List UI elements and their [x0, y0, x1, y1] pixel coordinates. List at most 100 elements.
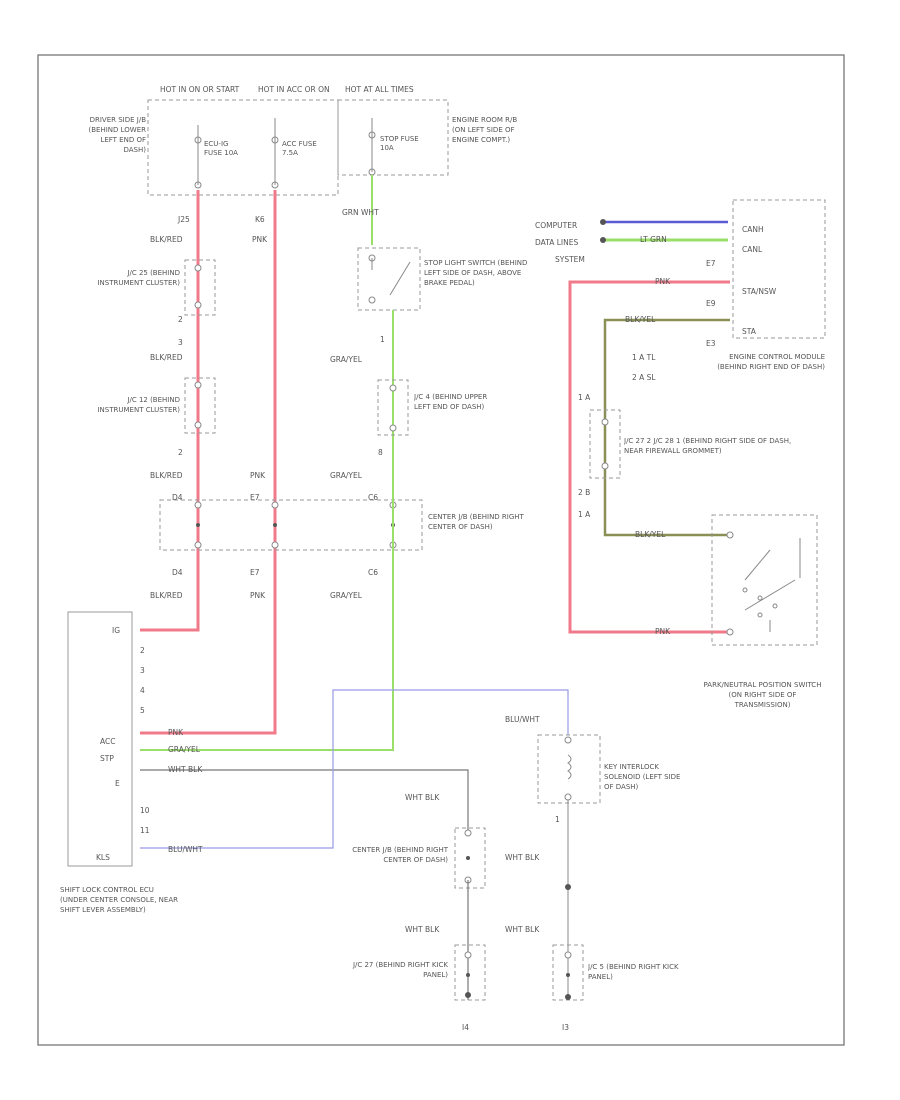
- ecm-note-1: 1 A TL: [632, 353, 656, 362]
- pin-e9-ecm: E9: [706, 299, 716, 308]
- key-interlock-box: [537, 734, 601, 804]
- wire-label-gra-yel-2: GRA/YEL: [330, 471, 363, 480]
- engine-room-rb-box: [337, 99, 449, 176]
- pin-e7b: E7: [250, 568, 260, 577]
- acc-fuse: [271, 118, 279, 189]
- jc12-box: [184, 377, 216, 434]
- wire-wht-blk-ecu: [140, 769, 469, 830]
- ecm-box: [732, 199, 826, 339]
- wire-label-wht-blk-ecu: WHT BLK: [168, 765, 203, 774]
- pin-d4b: D4: [172, 568, 183, 577]
- ecu-pin-2: 2: [140, 646, 145, 655]
- wire-label-wht-blk-3: WHT BLK: [405, 925, 440, 934]
- ecu-pin-kls: KLS: [96, 853, 110, 862]
- pin-2: 2: [178, 315, 183, 324]
- shift-lock-ecu-label: SHIFT LOCK CONTROL ECU (UNDER CENTER CON…: [60, 886, 178, 914]
- driver-jb-label: DRIVER SIDE J/B (BEHIND LOWER LEFT END O…: [88, 116, 146, 154]
- wire-label-pnk-2: PNK: [250, 471, 266, 480]
- wire-label-blk-yel-2: BLK/YEL: [635, 530, 666, 539]
- wire-blk-yel: [603, 318, 730, 537]
- ecu-pin-stp: STP: [100, 754, 114, 763]
- center-jb2-label: CENTER J/B (BEHIND RIGHT CENTER OF DASH): [352, 846, 448, 864]
- ecm-pin-canh: CANH: [742, 225, 764, 234]
- jc27-28-box: [589, 409, 621, 479]
- ecu-pin-acc: ACC: [100, 737, 115, 746]
- ecu-ig-fuse-label: ECU-IG FUSE 10A: [204, 140, 238, 157]
- pin-e7-ecm: E7: [706, 259, 716, 268]
- driver-jb-label-fo: DRIVER SIDE J/B (BEHIND LOWER LEFT END O…: [88, 116, 146, 154]
- wire-label-bl-red-3: BLK/RED: [150, 471, 183, 480]
- computer-data-lines-2: DATA LINES: [535, 238, 578, 247]
- pin-e7a: E7: [250, 493, 260, 502]
- pnp-switch-label: PARK/NEUTRAL POSITION SWITCH (ON RIGHT S…: [703, 681, 822, 709]
- wire-label-blk-yel-1: BLK/YEL: [625, 315, 656, 324]
- ecu-pin-ig: IG: [112, 626, 120, 635]
- fuse-header-2: HOT IN ACC OR ON: [258, 85, 330, 94]
- wire-label-wht-blk-4: WHT BLK: [505, 853, 540, 862]
- ecm-pin-canl: CANL: [742, 245, 763, 254]
- ecu-pin-10: 10: [140, 806, 150, 815]
- stop-fuse-label: STOP FUSE 10A: [380, 135, 419, 152]
- key-interlock-label: KEY INTERLOCK SOLENOID (LEFT SIDE OF DAS…: [604, 763, 681, 791]
- jc12-label: J/C 12 (BEHIND INSTRUMENT CLUSTER): [97, 396, 180, 414]
- pin-j25: J25: [177, 215, 190, 224]
- engine-rb-label-fo: ENGINE ROOM R/B (ON LEFT SIDE OF ENGINE …: [452, 116, 518, 144]
- jc5-label: J/C 5 (BEHIND RIGHT KICK PANEL): [588, 963, 679, 981]
- wire-label-grn-wht: GRN WHT: [342, 208, 379, 217]
- ecm-pin-sta-nsw: STA/NSW: [742, 287, 777, 296]
- wire-gra-yel: [140, 310, 394, 751]
- engine-rb-label: ENGINE ROOM R/B (ON LEFT SIDE OF ENGINE …: [452, 116, 518, 144]
- stop-fuse: [368, 118, 376, 176]
- wire-label-gra-yel-1: GRA/YEL: [330, 355, 363, 364]
- pin-3: 3: [178, 338, 183, 347]
- stop-light-switch-label: STOP LIGHT SWITCH (BEHIND LEFT SIDE OF D…: [424, 259, 528, 287]
- wire-label-bl-red-1: BLK/RED: [150, 235, 183, 244]
- wire-label-gra-yel-ecu: GRA/YEL: [168, 745, 201, 754]
- wire-label-wht-blk-2: WHT BLK: [405, 793, 440, 802]
- center-jb-box: [159, 499, 423, 551]
- pin-2b: 2: [178, 448, 183, 457]
- ecu-ig-fuse: [194, 125, 202, 189]
- ecm-pin-sta: STA: [742, 327, 757, 336]
- ecu-pin-3: 3: [140, 666, 145, 675]
- jc4-label: J/C 4 (BEHIND UPPER LEFT END OF DASH): [414, 393, 488, 411]
- fuse-header-1: HOT IN ON OR START: [160, 85, 240, 94]
- center-jb2-box: [454, 827, 486, 889]
- wire-label-pnk-right: PNK: [655, 277, 671, 286]
- jc27-box: [454, 944, 486, 1001]
- jc27-28-label: J/C 27 2 J/C 28 1 (BEHIND RIGHT SIDE OF …: [624, 437, 792, 455]
- pin-c6a: C6: [368, 493, 378, 502]
- diagram-frame: [37, 54, 845, 1046]
- jc27-label: J/C 27 (BEHIND RIGHT KICK PANEL): [352, 961, 448, 979]
- ecu-pin-4: 4: [140, 686, 145, 695]
- ecu-pin-e: E: [115, 779, 120, 788]
- stop-light-switch-box: [357, 247, 421, 311]
- driver-side-jb-box: [147, 99, 339, 196]
- computer-data-lines-3: SYSTEM: [555, 255, 585, 264]
- ecm-note-2: 2 A SL: [632, 373, 656, 382]
- jc25-label: J/C 25 (BEHIND INSTRUMENT CLUSTER): [97, 269, 180, 287]
- pin-2b2: 2 B: [578, 488, 590, 497]
- wire-label-blu-wht: BLU/WHT: [505, 715, 540, 724]
- wire-label-blu-wht-bottom: BLU/WHT: [168, 845, 203, 854]
- ecu-pin-11: 11: [140, 826, 150, 835]
- computer-data-lines-1: COMPUTER: [535, 221, 577, 230]
- wire-blu-wht: [140, 689, 569, 849]
- pin-d4a: D4: [172, 493, 183, 502]
- pin-1: 1: [380, 335, 385, 344]
- ground-label-i4: I4: [462, 1023, 469, 1032]
- solenoid-coil: [567, 754, 572, 780]
- jc25-box: [184, 259, 216, 316]
- ecm-label: ENGINE CONTROL MODULE (BEHIND RIGHT END …: [717, 353, 825, 371]
- wire-pnk-right: [568, 280, 730, 634]
- pin-c6b: C6: [368, 568, 378, 577]
- wire-label-pnk-ecu: PNK: [168, 728, 184, 737]
- pin-e3-ecm: E3: [706, 339, 716, 348]
- shift-lock-ecu-box: [67, 611, 133, 867]
- ground-label-i3: I3: [562, 1023, 569, 1032]
- wire-label-gra-yel-3: GRA/YEL: [330, 591, 363, 600]
- pin-1a: 1 A: [578, 393, 591, 402]
- pin-k6: K6: [255, 215, 265, 224]
- acc-fuse-label: ACC FUSE 7.5A: [282, 140, 317, 157]
